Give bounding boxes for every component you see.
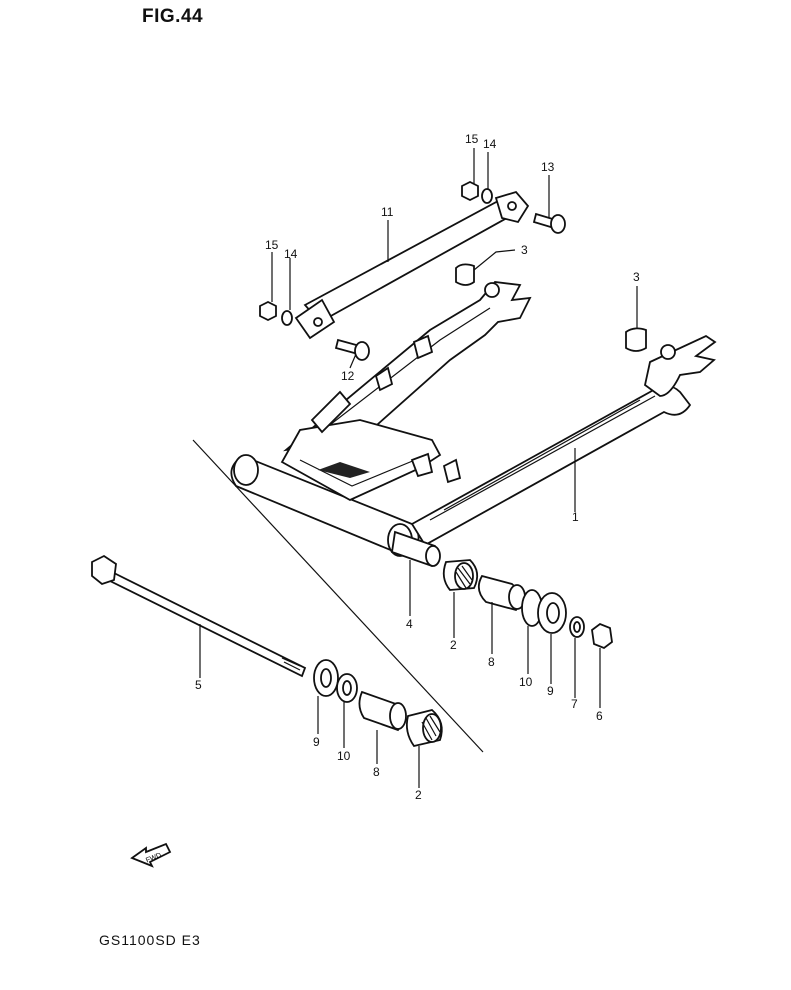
callout-9: 9 [547,684,554,698]
spacer-4 [390,530,441,568]
callout-10: 10 [519,675,533,689]
bolt-12 [334,338,370,361]
callout-5: 5 [195,678,202,692]
bearing-2-lower [405,709,443,748]
nut-15-upper [461,180,479,202]
leader-lines [199,148,638,788]
torque-rod [294,190,530,340]
callout-3: 3 [521,243,528,257]
model-code: GS1100SD E3 [99,932,201,948]
callout-14: 14 [483,137,497,151]
swingarm [230,281,717,558]
fwd-arrow-icon: FWD [130,842,172,868]
seal-9-upper [537,592,567,634]
callout-1: 1 [572,510,579,524]
figure-title: FIG.44 [142,6,204,27]
callout-9: 9 [313,735,320,749]
callout-10: 10 [337,749,351,763]
callout-8: 8 [488,655,495,669]
callout-2: 2 [450,638,457,652]
callout-15: 15 [265,238,279,252]
callout-15: 15 [465,132,479,146]
washer-10-lower [336,673,358,703]
nut-15-lower [259,300,277,322]
bushing-3-right [625,327,647,352]
pivot-shaft [91,554,307,678]
callout-7: 7 [571,697,578,711]
seal-9-lower [313,659,339,697]
spacer-8-lower [358,690,407,732]
assembly-boundary-line [192,439,484,753]
bushing-3-left [455,263,475,286]
washer-14-upper [481,188,493,204]
callout-6: 6 [596,709,603,723]
callout-13: 13 [541,160,555,174]
callout-labels: 15 14 13 11 3 15 14 3 12 1 4 2 8 10 9 7 … [195,132,640,802]
callout-14: 14 [284,247,298,261]
nut-6 [591,622,613,650]
callout-11: 11 [381,205,394,219]
bearing-2-upper [442,559,479,591]
callout-4: 4 [406,617,413,631]
callout-8: 8 [373,765,380,779]
callout-12: 12 [341,369,355,383]
washer-14-lower [281,310,293,326]
washer-7 [569,616,585,638]
spacer-8-upper [477,574,526,612]
callout-2: 2 [415,788,422,802]
callout-3: 3 [633,270,640,284]
